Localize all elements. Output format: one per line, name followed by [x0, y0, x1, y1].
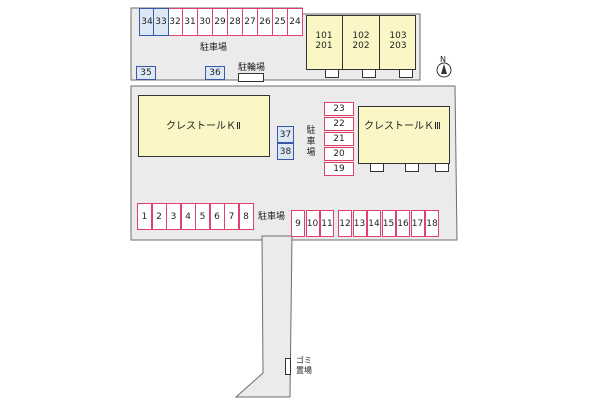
parking-space-2: 2: [151, 203, 167, 230]
parking-space-12: 12: [338, 210, 352, 237]
building-k3-door-1: [370, 163, 384, 172]
unit-101: 101: [315, 31, 333, 41]
parking-space-13: 13: [352, 210, 367, 237]
building-a-door-2: [362, 69, 376, 78]
parking-space-15: 15: [381, 210, 396, 237]
vertical-parking-label: 駐車場: [306, 126, 316, 158]
building-crestall-k3: [358, 106, 450, 164]
parking-space-10: 10: [305, 210, 320, 237]
parking-space-14: 14: [367, 210, 381, 237]
parking-space-37: 37: [277, 126, 294, 143]
unit-201: 201: [315, 41, 333, 51]
parking-space-9: 9: [291, 210, 305, 237]
compass-label: N: [440, 55, 446, 64]
parking-space-33: 33: [153, 8, 169, 36]
parking-space-34: 34: [139, 8, 155, 36]
access-road: [234, 235, 293, 398]
building-crestall-k3-name: クレストールＫⅢ: [364, 121, 441, 132]
garbage-label: ゴミ置場: [296, 356, 312, 375]
unit-203: 203: [389, 41, 407, 51]
parking-space-6: 6: [209, 203, 225, 230]
parking-space-17: 17: [410, 210, 425, 237]
building-a-door-1: [325, 69, 339, 78]
building-a-door-3: [399, 69, 413, 78]
parking-space-5: 5: [195, 203, 210, 230]
building-k3-door-3: [435, 163, 449, 172]
parking-space-16: 16: [396, 210, 410, 237]
building-crestall-k2-name: クレストールＫⅡ: [166, 121, 241, 132]
parking-space-11: 11: [320, 210, 334, 237]
building-a-divider-2: [379, 15, 380, 70]
building-a: [306, 15, 416, 70]
parking-space-1: 1: [137, 203, 152, 230]
parking-space-7: 7: [224, 203, 239, 230]
parking-space-38: 38: [277, 143, 294, 160]
parking-space-26: 26: [257, 8, 273, 36]
parking-space-29: 29: [212, 8, 228, 36]
parking-space-30: 30: [197, 8, 213, 36]
building-k3-door-2: [405, 163, 419, 172]
parking-space-28: 28: [227, 8, 243, 36]
building-crestall-k2: [138, 95, 270, 157]
bicycle-shelter: [238, 73, 264, 82]
parking-space-24: 24: [287, 8, 303, 36]
bicycle-parking-label: 駐輪場: [238, 63, 266, 73]
parking-space-27: 27: [242, 8, 258, 36]
parking-space-21: 21: [324, 132, 354, 146]
building-a-divider-1: [342, 15, 343, 70]
unit-102: 102: [352, 31, 370, 41]
unit-103: 103: [389, 31, 407, 41]
parking-space-36: 36: [205, 66, 225, 80]
parking-label-bottom: 駐車場: [258, 212, 286, 222]
parking-space-32: 32: [167, 8, 183, 36]
parking-space-25: 25: [272, 8, 288, 36]
parking-space-3: 3: [166, 203, 181, 230]
compass-needle: [441, 64, 447, 74]
parking-space-31: 31: [182, 8, 198, 36]
parking-space-22: 22: [324, 117, 354, 131]
parking-space-8: 8: [238, 203, 254, 230]
garbage-box: [285, 358, 291, 375]
unit-202: 202: [352, 41, 370, 51]
parking-space-23: 23: [324, 102, 354, 116]
parking-label-top: 駐車場: [200, 43, 228, 53]
parking-space-19: 19: [324, 162, 354, 176]
parking-space-35: 35: [136, 66, 156, 80]
parking-space-18: 18: [425, 210, 439, 237]
parking-space-20: 20: [324, 147, 354, 161]
parking-space-4: 4: [180, 203, 196, 230]
